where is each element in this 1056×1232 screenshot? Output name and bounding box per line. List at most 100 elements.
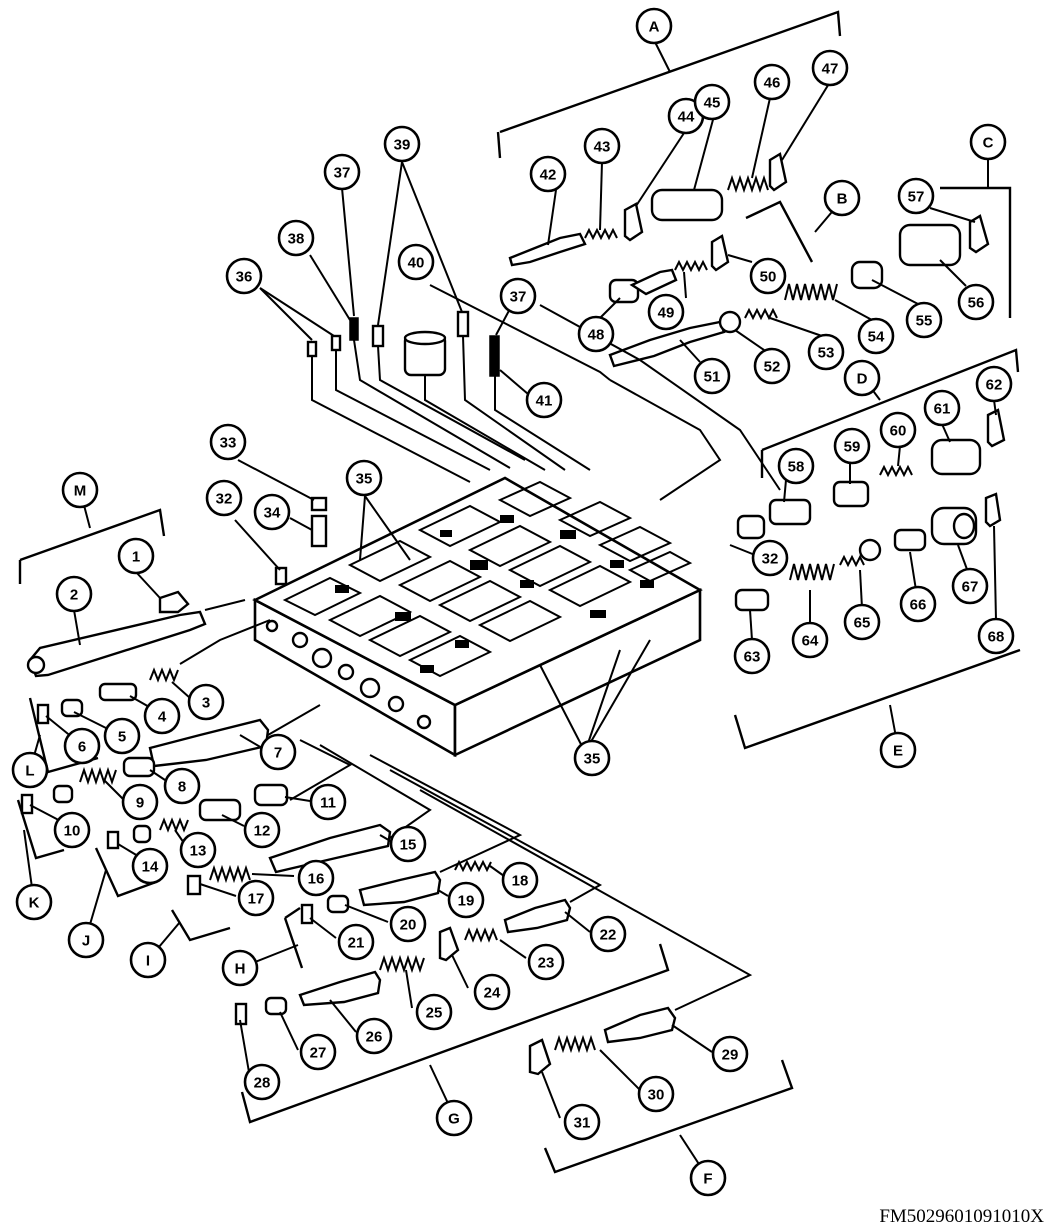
callout-27: 27 <box>299 1033 337 1071</box>
svg-text:H: H <box>235 961 246 978</box>
svg-text:33: 33 <box>220 435 237 452</box>
svg-text:1: 1 <box>132 549 140 566</box>
callout-48: 48 <box>577 315 615 353</box>
callout-31: 31 <box>563 1103 601 1141</box>
group-callout-E: E <box>879 731 917 769</box>
svg-text:28: 28 <box>254 1075 271 1092</box>
svg-text:48: 48 <box>588 327 605 344</box>
callout-62: 62 <box>975 365 1013 403</box>
svg-text:D: D <box>857 371 868 388</box>
svg-text:36: 36 <box>236 269 253 286</box>
right-parts <box>508 152 1006 612</box>
callout-8: 8 <box>163 767 201 805</box>
callout-20: 20 <box>389 905 427 943</box>
callout-21: 21 <box>337 923 375 961</box>
svg-text:61: 61 <box>934 401 951 418</box>
svg-text:53: 53 <box>818 345 835 362</box>
svg-text:46: 46 <box>764 75 781 92</box>
callout-43: 43 <box>583 127 621 165</box>
svg-text:40: 40 <box>408 255 425 272</box>
callout-24: 24 <box>473 973 511 1011</box>
svg-text:60: 60 <box>890 423 907 440</box>
svg-text:24: 24 <box>484 985 501 1002</box>
callout-46: 46 <box>753 63 791 101</box>
callout-29: 29 <box>711 1035 749 1073</box>
callout-49: 49 <box>647 293 685 331</box>
callout-23: 23 <box>527 943 565 981</box>
svg-text:68: 68 <box>988 629 1005 646</box>
callouts: 1 2 3 4 5 6 7 8 9 10 11 12 13 14 15 16 1… <box>53 49 1015 1141</box>
group-callout-M: M <box>61 471 99 509</box>
svg-text:21: 21 <box>348 935 365 952</box>
valve-body <box>252 476 703 758</box>
svg-text:37: 37 <box>510 289 527 306</box>
svg-text:15: 15 <box>400 837 417 854</box>
svg-text:9: 9 <box>136 795 144 812</box>
group-callout-A: A <box>635 7 673 45</box>
svg-text:17: 17 <box>248 891 265 908</box>
callout-40: 40 <box>397 243 435 281</box>
callout-50: 50 <box>749 257 787 295</box>
svg-text:34: 34 <box>264 505 281 522</box>
callout-2: 2 <box>55 575 93 613</box>
callout-47: 47 <box>811 49 849 87</box>
svg-text:64: 64 <box>802 633 819 650</box>
svg-text:44: 44 <box>678 109 695 126</box>
callout-41: 41 <box>525 381 563 419</box>
callout-11: 11 <box>309 783 347 821</box>
callout-14: 14 <box>131 847 169 885</box>
callout-35-bottom: 35 <box>573 739 611 777</box>
svg-text:43: 43 <box>594 139 611 156</box>
svg-text:27: 27 <box>310 1045 327 1062</box>
callout-26: 26 <box>355 1017 393 1055</box>
svg-text:F: F <box>703 1171 712 1188</box>
group-callout-F: F <box>689 1159 727 1197</box>
group-callout-I: I <box>129 941 167 979</box>
svg-text:E: E <box>893 743 903 760</box>
group-callout-K: K <box>15 883 53 921</box>
svg-text:39: 39 <box>394 137 411 154</box>
callout-30: 30 <box>637 1075 675 1113</box>
svg-text:B: B <box>837 191 848 208</box>
callout-33: 33 <box>209 423 247 461</box>
svg-text:13: 13 <box>190 843 207 860</box>
callout-67: 67 <box>951 567 989 605</box>
svg-text:C: C <box>983 135 994 152</box>
svg-text:30: 30 <box>648 1087 665 1104</box>
svg-text:10: 10 <box>64 823 81 840</box>
svg-text:19: 19 <box>458 893 475 910</box>
svg-text:I: I <box>146 953 150 970</box>
callout-19: 19 <box>447 881 485 919</box>
svg-text:47: 47 <box>822 61 839 78</box>
callout-58: 58 <box>777 447 815 485</box>
svg-text:3: 3 <box>202 695 210 712</box>
callout-56: 56 <box>957 283 995 321</box>
callout-22: 22 <box>589 915 627 953</box>
callout-38: 38 <box>277 219 315 257</box>
leader-lines <box>29 81 997 1119</box>
group-callouts: A B C D E F G H I J K L M <box>11 7 1007 1197</box>
svg-text:35: 35 <box>584 751 601 768</box>
svg-text:66: 66 <box>910 597 927 614</box>
callout-64: 64 <box>791 621 829 659</box>
svg-text:37: 37 <box>334 165 351 182</box>
callout-59: 59 <box>833 427 871 465</box>
svg-text:41: 41 <box>536 393 553 410</box>
svg-text:59: 59 <box>844 439 861 456</box>
callout-44: 44 <box>667 97 705 135</box>
callout-1: 1 <box>117 537 155 575</box>
svg-text:65: 65 <box>854 615 871 632</box>
svg-text:25: 25 <box>426 1005 443 1022</box>
callout-32-left: 32 <box>205 479 243 517</box>
callout-6: 6 <box>63 727 101 765</box>
svg-text:54: 54 <box>868 329 885 346</box>
svg-text:16: 16 <box>308 871 325 888</box>
svg-text:63: 63 <box>744 649 761 666</box>
svg-text:6: 6 <box>78 739 86 756</box>
group-brackets <box>16 10 1021 1179</box>
callout-51: 51 <box>693 357 731 395</box>
svg-text:4: 4 <box>158 709 167 726</box>
svg-text:5: 5 <box>118 729 126 746</box>
callout-35-top: 35 <box>345 459 383 497</box>
group-callout-B: B <box>823 179 861 217</box>
